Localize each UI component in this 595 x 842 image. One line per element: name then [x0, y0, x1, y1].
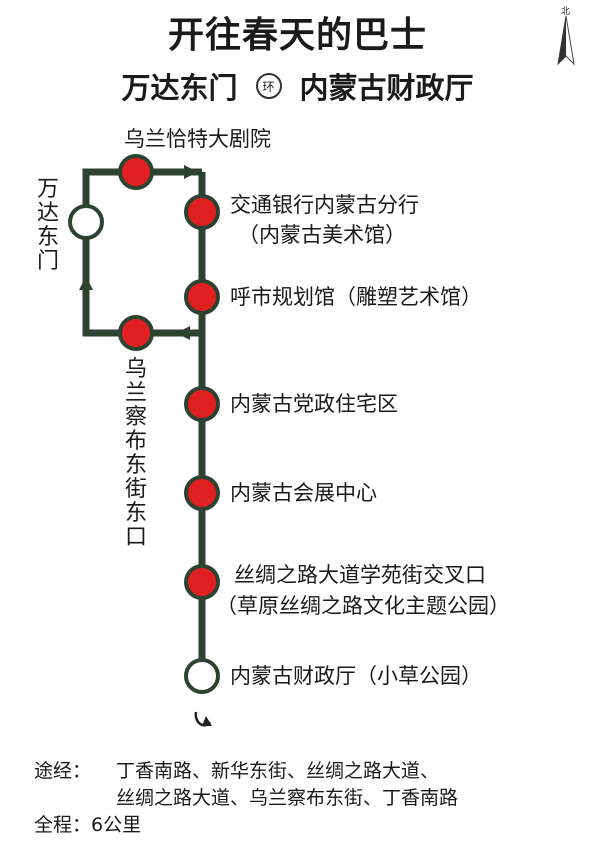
route-via-line2: 丝绸之路大道、乌兰察布东街、丁香南路 — [116, 787, 459, 809]
stop-marker-5 — [184, 564, 220, 600]
stop-marker-4 — [184, 475, 220, 511]
stop-label-5: 丝绸之路大道学苑街交叉口 — [234, 563, 486, 587]
stop-marker-loop-left — [68, 204, 104, 240]
page-title: 开往春天的巴士 — [167, 15, 427, 56]
stop-label-2: 呼市规划馆（雕塑艺术馆） — [230, 285, 482, 309]
stop-label-1: 交通银行内蒙古分行 — [230, 193, 419, 217]
stop-label-4: 内蒙古会展中心 — [230, 481, 377, 505]
north-arrow-icon — [557, 15, 575, 66]
subtitle-to: 内蒙古财政厅 — [299, 71, 474, 105]
route-length-value: 6公里 — [91, 814, 142, 836]
stop-marker-6 — [184, 658, 220, 694]
compass-north-label: 北 — [561, 7, 571, 17]
stop-marker-1 — [184, 194, 220, 230]
stop-marker-loop-top — [118, 154, 154, 190]
loop-line — [82, 168, 202, 337]
loop-icon: 环 — [255, 73, 282, 99]
subtitle-from: 万达东门 — [121, 71, 238, 105]
stop-note-5: （草原丝绸之路文化主题公园） — [216, 594, 510, 618]
route-info: 途经： 丁香南路、新华东街、丝绸之路大道、 丝绸之路大道、乌兰察布东街、丁香南路… — [34, 758, 458, 839]
arrow-up-icon — [79, 276, 93, 290]
stop-marker-3 — [184, 386, 220, 422]
stop-marker-2 — [184, 279, 220, 315]
stop-label-loop-left: 万达东门 — [36, 177, 59, 274]
arrow-left-icon — [176, 326, 190, 340]
route-length-label: 全程： — [34, 814, 92, 836]
stop-note-1: （内蒙古美术馆） — [238, 223, 406, 247]
stop-label-3: 内蒙古党政住宅区 — [230, 392, 398, 416]
stop-label-loop-top: 乌兰恰特大剧院 — [124, 127, 271, 151]
turnaround-arrowhead-icon — [202, 716, 212, 726]
stop-label-6: 内蒙古财政厅（小草公园） — [230, 664, 482, 688]
route-via-label: 途经： — [34, 760, 92, 782]
route-subtitle: 万达东门 环 内蒙古财政厅 — [0, 64, 595, 108]
stop-marker-loop-bottom — [118, 315, 154, 351]
route-via-line1: 丁香南路、新华东街、丝绸之路大道、 — [116, 760, 440, 782]
stop-label-loop-bottom: 乌兰察布东街东口 — [124, 357, 147, 550]
arrow-right-icon — [184, 165, 198, 179]
